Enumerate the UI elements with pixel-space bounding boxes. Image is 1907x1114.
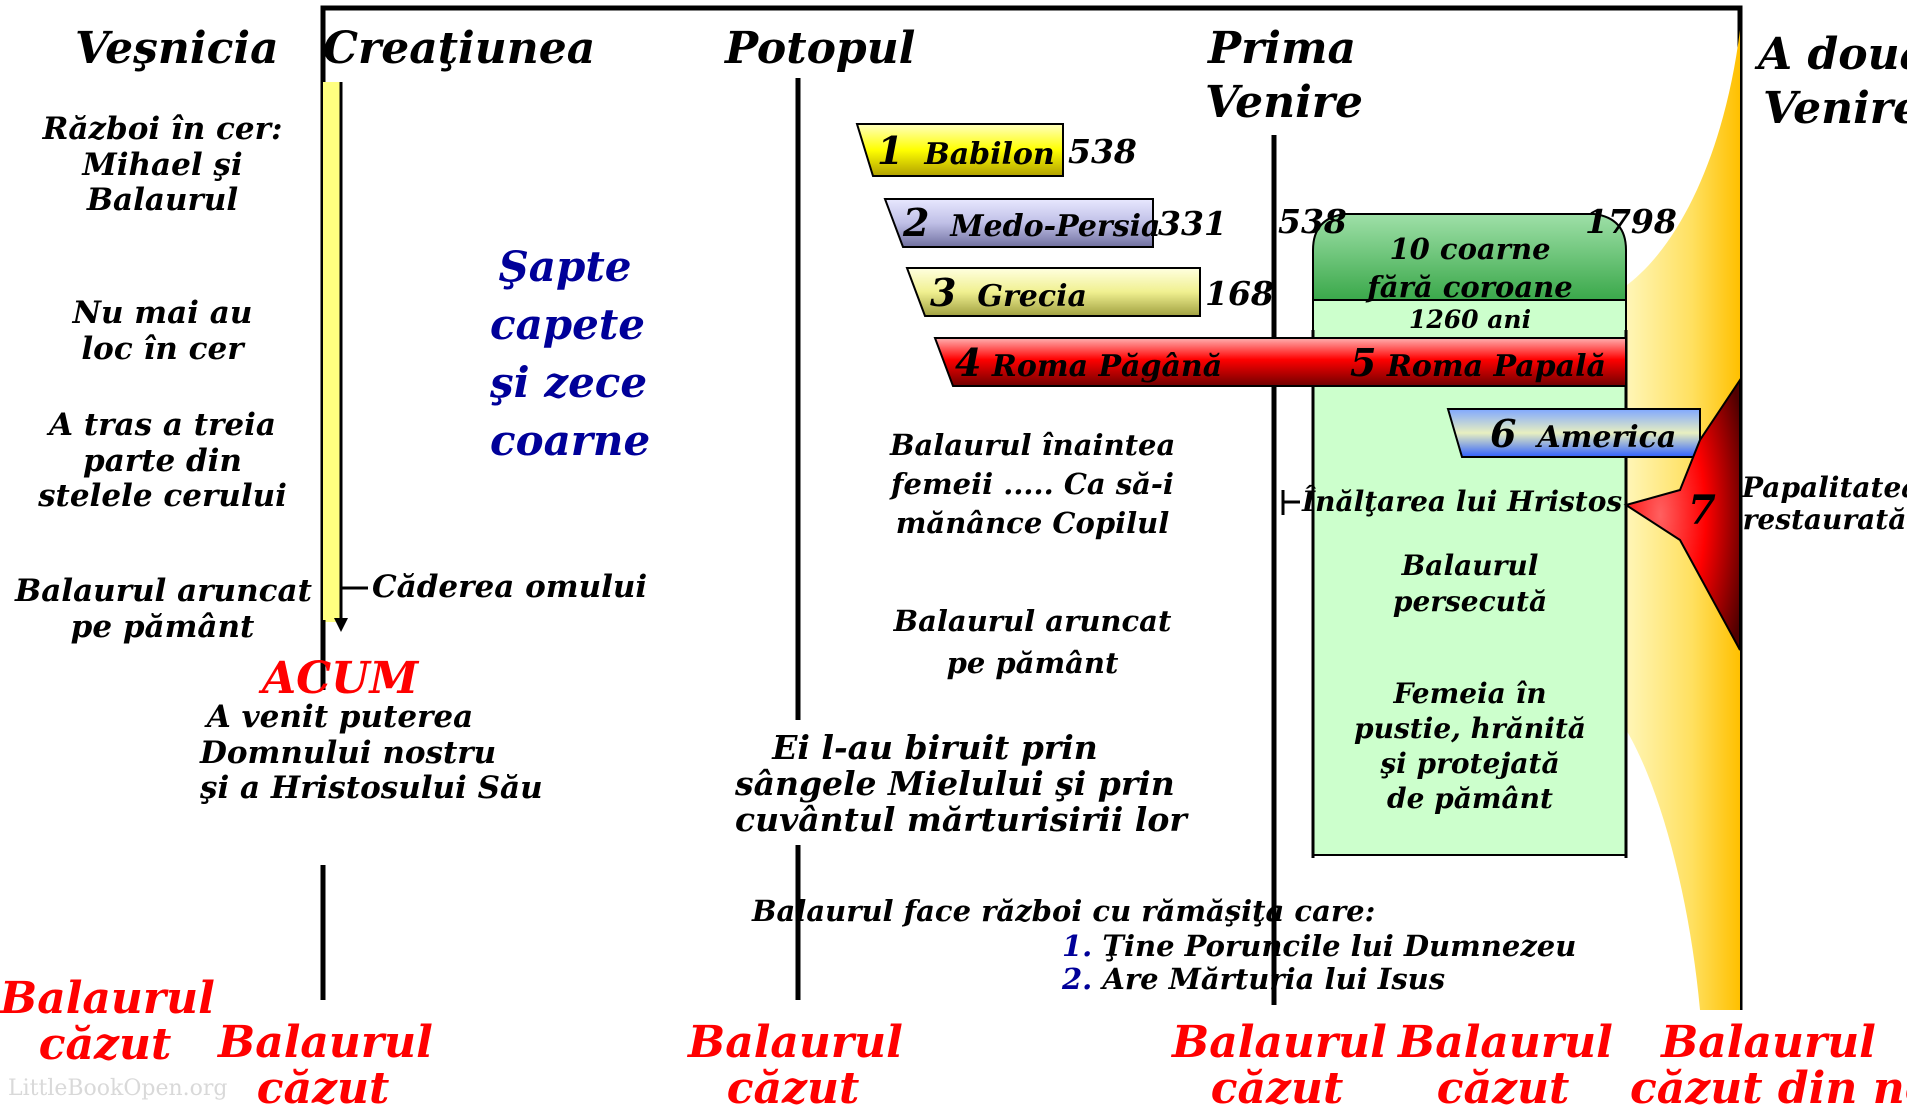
header-a-doua: A doua bbox=[1758, 29, 1907, 80]
header-vesnicia: Veşnicia bbox=[75, 23, 279, 74]
text-face-razboi: Balaurul face război cu rămăşiţa care: bbox=[752, 894, 1376, 928]
label-america: 6 America bbox=[1490, 411, 1677, 456]
date-538: 538 bbox=[1278, 202, 1347, 241]
date-1798: 1798 bbox=[1585, 202, 1677, 241]
bar-roma bbox=[933, 337, 1627, 387]
creation-column bbox=[323, 82, 341, 622]
ten-horns-dome bbox=[1312, 213, 1627, 301]
label-medo-persia: 2 Medo-Persia bbox=[903, 200, 1161, 245]
header-venire-1: Venire bbox=[1205, 77, 1363, 128]
arrow-down-icon bbox=[334, 618, 348, 632]
text-caderea-omului: Căderea omului bbox=[372, 569, 648, 605]
date-babilon: 538 bbox=[1068, 132, 1137, 171]
list-item-1: 1. Ţine Poruncile lui Dumnezeu bbox=[1062, 929, 1577, 963]
horn-papacy bbox=[1623, 376, 1741, 651]
header-potopul: Potopul bbox=[725, 23, 916, 74]
label-grecia: 3 Grecia bbox=[930, 270, 1087, 315]
date-medo-persia: 331 bbox=[1158, 204, 1227, 243]
watermark: LittleBookOpen.org bbox=[8, 1076, 228, 1101]
label-roma-pagana: 4 Roma Păgână bbox=[955, 340, 1223, 385]
list-item-2: 2. Are Mărturia lui Isus bbox=[1062, 962, 1446, 996]
date-grecia: 168 bbox=[1205, 274, 1274, 313]
header-venire-2: Venire bbox=[1763, 83, 1907, 134]
bar-medo-persia bbox=[883, 198, 1154, 248]
label-seven: 7 bbox=[1688, 487, 1716, 534]
bar-babilon bbox=[855, 123, 1064, 177]
header-creatiunea: Creaţiunea bbox=[323, 23, 596, 74]
bar-grecia bbox=[905, 267, 1201, 317]
label-roma-papala: 5 Roma Papală bbox=[1350, 340, 1606, 385]
header-prima: Prima bbox=[1208, 23, 1357, 74]
text-acum: ACUM bbox=[262, 653, 419, 704]
label-babilon: 1 Babilon bbox=[877, 128, 1055, 173]
text-inaltarea: Înălţarea lui Hristos bbox=[1302, 485, 1623, 518]
